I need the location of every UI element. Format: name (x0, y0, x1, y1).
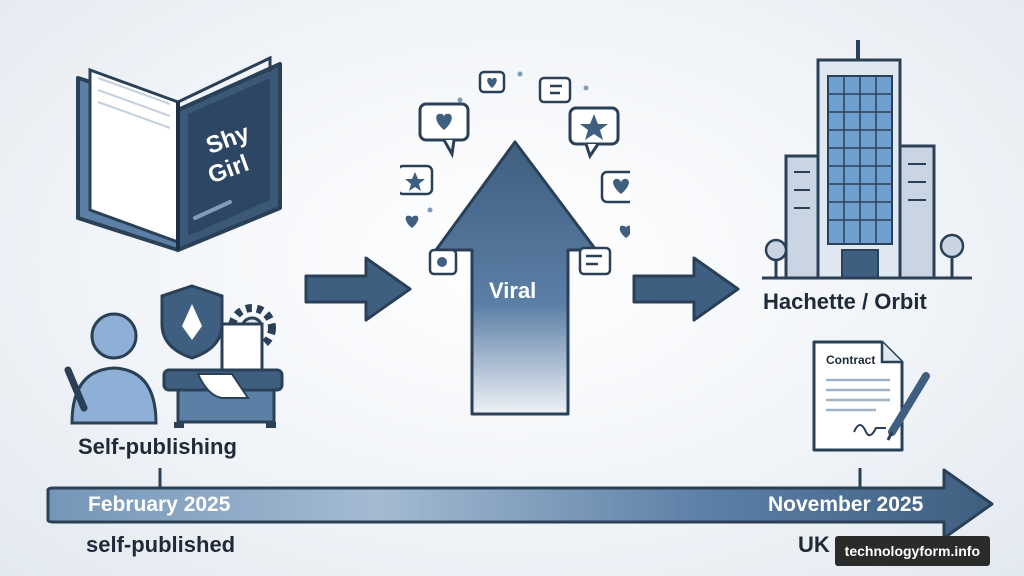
watermark-label: technologyform.info (834, 536, 990, 566)
contract-illustration: Contract (810, 336, 940, 454)
timeline-start-date: February 2025 (88, 493, 231, 516)
flow-arrow-1 (300, 254, 415, 324)
viral-growth-arrow: Viral (400, 60, 630, 420)
flow-arrow-2 (628, 254, 743, 324)
stage-label-viral: Viral (489, 278, 537, 303)
self-publishing-illustration (62, 278, 292, 428)
contract-title: Contract (826, 353, 876, 367)
book-illustration: Shy Girl (70, 50, 290, 255)
person-icon (90, 312, 138, 360)
stage-label-self-publishing: Self-publishing (78, 434, 237, 459)
stage-label-publisher: Hachette / Orbit (763, 289, 927, 314)
timeline-bar (44, 460, 1000, 558)
publisher-building-illustration (762, 36, 972, 281)
timeline-start-note: self-published (86, 532, 236, 557)
timeline-end-date: November 2025 (768, 493, 924, 516)
